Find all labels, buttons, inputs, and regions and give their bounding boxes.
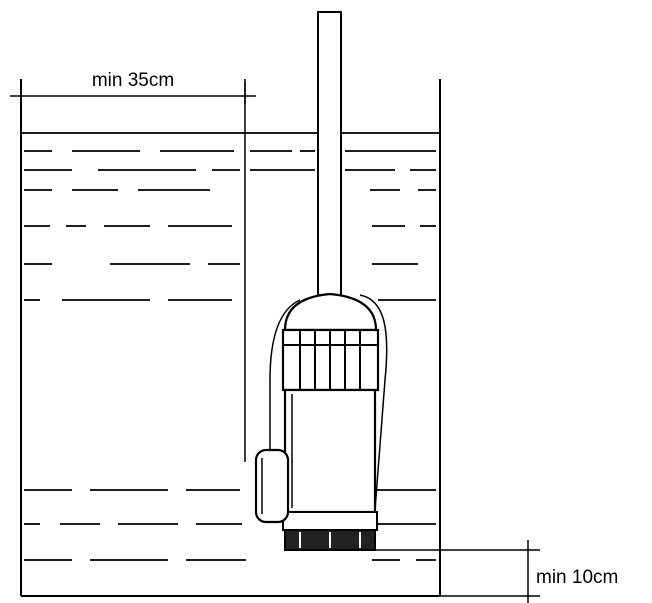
floor-clearance-dimension: min 10cm bbox=[372, 540, 618, 603]
width-dimension: min 35cm bbox=[10, 70, 256, 104]
pipe-body bbox=[317, 11, 342, 296]
tank-outline bbox=[20, 79, 441, 597]
pump-base-ring bbox=[282, 511, 378, 531]
pump-top-cap bbox=[283, 292, 378, 332]
submersible-pump bbox=[254, 292, 388, 551]
floor-clearance-label: min 10cm bbox=[536, 567, 618, 588]
discharge-pipe bbox=[317, 11, 342, 296]
width-dimension-label: min 35cm bbox=[92, 70, 174, 91]
pump-motor-body bbox=[283, 388, 377, 514]
power-cable bbox=[269, 299, 301, 455]
float-switch bbox=[254, 448, 290, 524]
float-cable bbox=[359, 294, 388, 511]
water-level-lines bbox=[21, 132, 440, 561]
